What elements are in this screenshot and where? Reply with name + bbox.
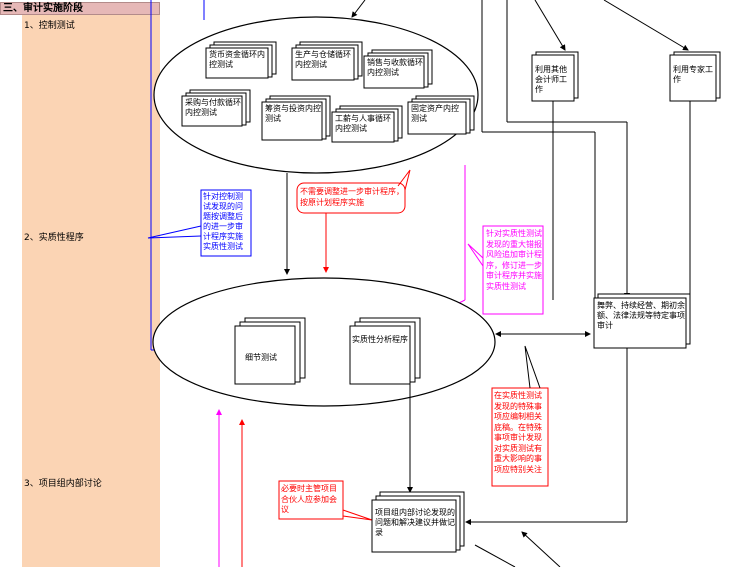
blue-callout-box: [200, 189, 252, 257]
doc-financing: [261, 95, 331, 141]
doc-other-auditor-label: 利用其他会计师工作: [535, 65, 567, 94]
red-top-callout-box: [296, 182, 406, 214]
doc-expert: [669, 51, 721, 102]
step-discussion: 3、项目组内部讨论: [24, 479, 102, 489]
doc-production-label: 生产与仓储循环内控测试: [295, 50, 351, 69]
expert-arrow: [603, 0, 689, 51]
magenta-callout-text: 针对实质性测试发现的重大错报风险追加审计程序，修订进一步审计程序并实施实质性测试: [486, 229, 542, 291]
doc-discussion: [371, 491, 465, 553]
bottom-diag-2: [474, 544, 516, 567]
stage-column: [22, 15, 160, 567]
step-control-test: 1、控制测试: [24, 21, 75, 31]
substantive-ellipse: [152, 277, 496, 407]
red-top-callout-pointer: [397, 169, 411, 191]
doc-detail-test-label: 细节测试: [245, 353, 277, 362]
doc-purchase-label: 采购与付款循环内控测试: [185, 98, 241, 117]
doc-fixed-assets: [407, 95, 475, 135]
blue-callout-pointer: [147, 225, 202, 239]
doc-production: [291, 41, 363, 81]
doc-other-auditor: [531, 51, 579, 102]
red-bottom-callout-text: 必要时主管项目合伙人应参加会议: [281, 484, 337, 514]
doc-sales: [363, 49, 433, 89]
doc-cash-label: 货币资金循环内控测试: [209, 50, 265, 69]
input-arrow-top: [351, 0, 366, 18]
red-bottom-callout-pointer: [342, 509, 373, 521]
red-bottom-callout-box: [278, 480, 344, 520]
step-substantive: 2、实质性程序: [24, 233, 84, 243]
doc-sales-label: 销售与收款循环内控测试: [367, 58, 423, 77]
blue-callout-text: 针对控制测试发现的问题按调整后的进一步审计程序实施实质性测试: [203, 192, 243, 251]
doc-analytical: [349, 317, 421, 385]
doc-cash: [205, 41, 277, 79]
other-auditor-arrow: [534, 0, 566, 51]
red-top-callout-text: 不需要调整进一步审计程序，按原计划程序实施: [300, 187, 404, 207]
red-right-callout-box: [491, 387, 549, 487]
doc-expert-label: 利用专家工作: [673, 65, 713, 84]
doc-purchase: [181, 89, 251, 127]
red-right-callout-text: 在实质性测试发现的特殊事项应编制相关底稿。在特殊事项审计发现对实质测试有重大影响…: [494, 391, 542, 474]
doc-financing-label: 筹资与投资内控测试: [265, 104, 321, 123]
doc-payroll-label: 工薪与人事循环内控测试: [335, 114, 391, 133]
doc-detail-test: [234, 317, 306, 385]
magenta-callout-pointer: [467, 243, 484, 267]
magenta-callout-box: [482, 225, 544, 315]
bottom-diag-1: [521, 531, 561, 567]
stage-title: 三、审计实施阶段: [0, 2, 160, 15]
doc-payroll: [331, 105, 403, 143]
doc-fixed-assets-label: 固定资产内控测试: [411, 104, 459, 123]
doc-special-items: [593, 293, 691, 349]
doc-discussion-label: 项目组内部讨论发现的问题和解决建议并做记录: [375, 508, 455, 537]
doc-analytical-label: 实质性分析程序: [352, 335, 408, 344]
doc-special-items-label: 舞弊、持续经营、期初余额、法律法规等特定事项审计: [597, 301, 685, 330]
red-right-callout-pointer: [524, 345, 541, 389]
